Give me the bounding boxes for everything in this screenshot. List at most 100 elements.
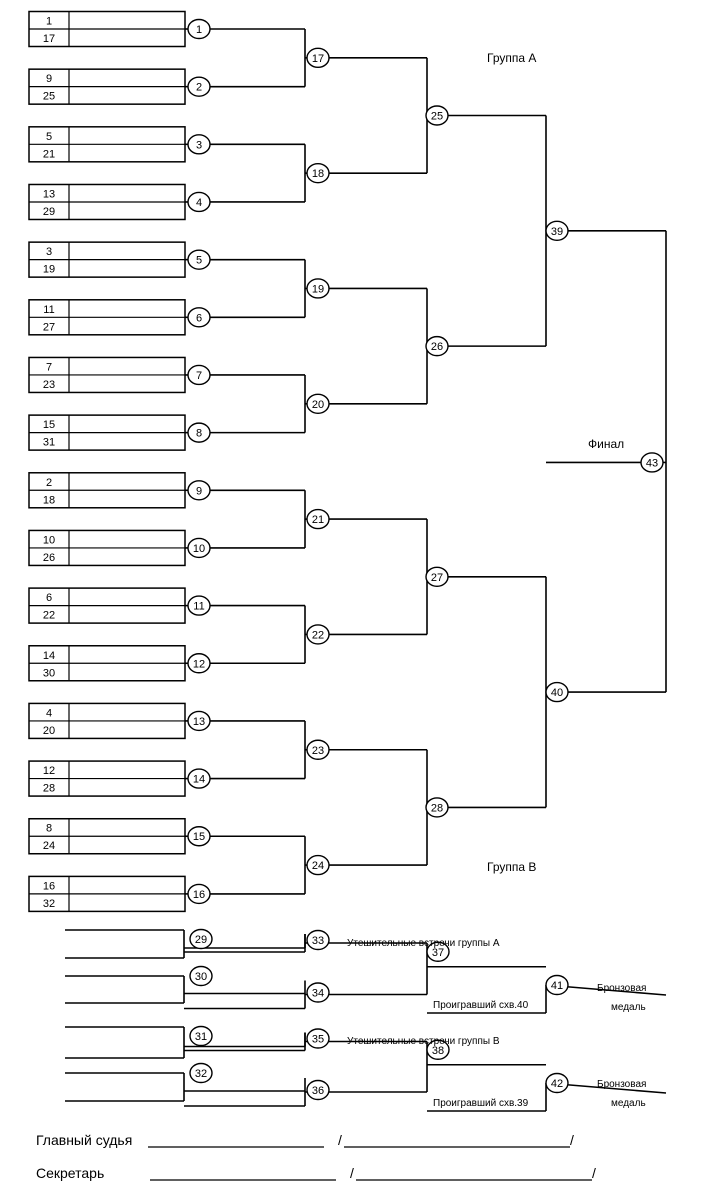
participant-name-field[interactable] — [71, 186, 183, 200]
match-circle[interactable] — [545, 681, 569, 703]
participant-name-field[interactable] — [71, 665, 183, 679]
match-marker[interactable]: 5 — [187, 249, 211, 270]
match-marker[interactable]: 24 — [306, 854, 330, 876]
match-marker[interactable]: 23 — [306, 739, 330, 760]
semifinal-marker[interactable]: 40 — [545, 681, 569, 703]
match-marker[interactable]: 13 — [187, 710, 211, 732]
participant-name-field[interactable] — [71, 14, 183, 28]
participant-name-field[interactable] — [71, 417, 183, 431]
match-marker[interactable]: 22 — [306, 624, 330, 645]
match-circle[interactable] — [545, 974, 569, 996]
participant-name-field[interactable] — [71, 31, 183, 45]
participant-name-field[interactable] — [71, 204, 183, 218]
match-marker[interactable]: 12 — [187, 653, 211, 674]
match-marker[interactable]: 8 — [187, 422, 211, 443]
participant-name-field[interactable] — [71, 550, 183, 564]
participant-name-field[interactable] — [71, 878, 183, 892]
match-circle[interactable] — [187, 191, 211, 213]
consolation-match-marker[interactable]: 33 — [306, 929, 330, 951]
match-marker[interactable]: 14 — [187, 768, 211, 789]
match-circle[interactable] — [187, 76, 211, 97]
participant-name-field[interactable] — [71, 781, 183, 795]
match-marker[interactable]: 18 — [306, 162, 330, 184]
match-circle[interactable] — [187, 480, 211, 501]
participant-name-field[interactable] — [71, 608, 183, 622]
participant-name-field[interactable] — [71, 475, 183, 489]
match-circle[interactable] — [425, 105, 449, 126]
participant-name-field[interactable] — [71, 723, 183, 737]
match-circle[interactable] — [306, 162, 330, 184]
participant-name-field[interactable] — [71, 821, 183, 835]
match-circle[interactable] — [187, 249, 211, 270]
participant-name-field[interactable] — [71, 435, 183, 449]
participant-name-field[interactable] — [71, 532, 183, 546]
match-circle[interactable] — [306, 278, 330, 299]
participant-name-field[interactable] — [71, 896, 183, 910]
match-marker[interactable]: 16 — [187, 883, 211, 905]
consolation-match-marker[interactable]: 34 — [306, 982, 330, 1003]
match-marker[interactable]: 10 — [187, 537, 211, 559]
match-marker[interactable]: 15 — [187, 826, 211, 847]
match-marker[interactable]: 17 — [306, 47, 330, 69]
participant-name-field[interactable] — [71, 377, 183, 391]
match-circle[interactable] — [545, 220, 569, 242]
match-circle[interactable] — [187, 653, 211, 674]
match-circle[interactable] — [425, 797, 449, 818]
match-circle[interactable] — [425, 566, 449, 587]
match-circle[interactable] — [425, 335, 449, 357]
participant-name-field[interactable] — [71, 89, 183, 103]
match-marker[interactable]: 1 — [187, 18, 211, 40]
participant-name-field[interactable] — [71, 244, 183, 258]
consolation-match-marker[interactable]: 38 — [426, 1039, 450, 1060]
match-marker[interactable]: 28 — [425, 797, 449, 818]
consolation-match-marker[interactable]: 37 — [426, 941, 450, 962]
participant-name-field[interactable] — [71, 71, 183, 85]
match-marker[interactable]: 19 — [306, 278, 330, 299]
match-circle[interactable] — [187, 18, 211, 40]
consolation-match-marker[interactable]: 30 — [189, 965, 213, 987]
match-circle[interactable] — [426, 1039, 450, 1060]
match-marker[interactable]: 20 — [306, 393, 330, 414]
consolation-match-marker[interactable]: 36 — [306, 1079, 330, 1101]
participant-name-field[interactable] — [71, 492, 183, 506]
match-circle[interactable] — [187, 537, 211, 559]
participant-name-field[interactable] — [71, 590, 183, 604]
match-marker[interactable]: 9 — [187, 480, 211, 501]
match-circle[interactable] — [306, 47, 330, 69]
match-circle[interactable] — [189, 965, 213, 987]
match-marker[interactable]: 4 — [187, 191, 211, 213]
final-marker[interactable]: 43 — [640, 452, 664, 473]
consolation-match-marker[interactable]: 32 — [189, 1062, 213, 1084]
match-circle[interactable] — [306, 393, 330, 414]
participant-name-field[interactable] — [71, 129, 183, 143]
match-circle[interactable] — [306, 982, 330, 1003]
match-circle[interactable] — [426, 941, 450, 962]
match-circle[interactable] — [189, 1062, 213, 1084]
match-marker[interactable]: 21 — [306, 508, 330, 530]
match-circle[interactable] — [187, 883, 211, 905]
match-circle[interactable] — [306, 929, 330, 951]
match-circle[interactable] — [189, 928, 213, 950]
match-circle[interactable] — [187, 307, 211, 328]
participant-name-field[interactable] — [71, 262, 183, 276]
match-circle[interactable] — [306, 1028, 330, 1049]
match-circle[interactable] — [187, 422, 211, 443]
match-marker[interactable]: 27 — [425, 566, 449, 587]
match-circle[interactable] — [306, 739, 330, 760]
match-circle[interactable] — [306, 508, 330, 530]
match-circle[interactable] — [187, 134, 211, 155]
match-circle[interactable] — [306, 854, 330, 876]
match-marker[interactable]: 26 — [425, 335, 449, 357]
bronze-match-marker[interactable]: 42 — [545, 1072, 569, 1094]
match-circle[interactable] — [187, 595, 211, 616]
semifinal-marker[interactable]: 39 — [545, 220, 569, 242]
match-circle[interactable] — [306, 1079, 330, 1101]
bronze-match-marker[interactable]: 41 — [545, 974, 569, 996]
participant-name-field[interactable] — [71, 648, 183, 662]
match-marker[interactable]: 7 — [187, 364, 211, 386]
consolation-match-marker[interactable]: 29 — [189, 928, 213, 950]
participant-name-field[interactable] — [71, 705, 183, 719]
match-circle[interactable] — [187, 364, 211, 386]
match-marker[interactable]: 2 — [187, 76, 211, 97]
match-circle[interactable] — [187, 710, 211, 732]
